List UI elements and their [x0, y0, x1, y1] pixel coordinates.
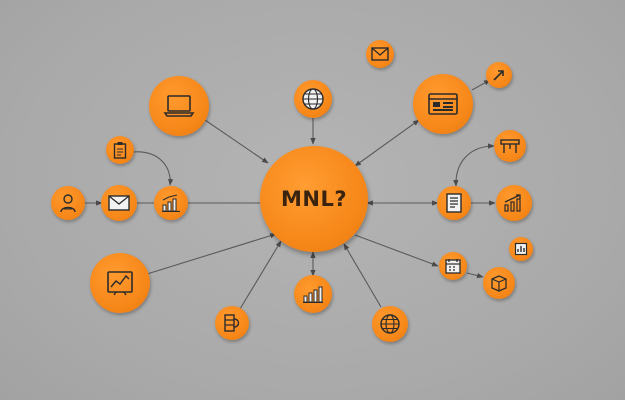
- table-icon: [500, 139, 520, 153]
- box-node[interactable]: [483, 267, 515, 299]
- small-chart-node[interactable]: [509, 237, 533, 261]
- bar-chart-node[interactable]: [154, 186, 188, 220]
- hub-label: MNL?: [280, 187, 348, 211]
- link-clipboard-barchart: [132, 151, 174, 186]
- web-browser-node[interactable]: [413, 74, 473, 134]
- link-server-hub: [239, 240, 282, 310]
- calendar-node[interactable]: [439, 252, 467, 280]
- chart-icon: [303, 286, 323, 303]
- box-icon: [491, 275, 507, 292]
- growth-chart-node[interactable]: [496, 185, 532, 221]
- laptop-icon: [163, 95, 195, 117]
- hub-node[interactable]: MNL?: [260, 146, 368, 252]
- link-laptop-hub: [204, 119, 269, 164]
- growth-chart-icon: [504, 194, 521, 212]
- user-icon: [60, 194, 76, 213]
- share-arrow-icon: [493, 70, 504, 81]
- globe-grid-node[interactable]: [372, 306, 408, 342]
- clipboard-icon: [113, 142, 127, 159]
- analytics-board-node[interactable]: [90, 253, 150, 313]
- calendar-icon: [445, 259, 461, 274]
- chart-node[interactable]: [294, 275, 332, 313]
- web-browser-icon: [428, 93, 458, 115]
- user-node[interactable]: [51, 186, 85, 220]
- share-node[interactable]: [486, 62, 512, 88]
- globe-icon: [302, 88, 324, 110]
- link-hub-calendar: [354, 234, 439, 267]
- envelope-icon: [108, 195, 130, 211]
- globe-node[interactable]: [294, 80, 332, 118]
- laptop-node[interactable]: [149, 76, 209, 136]
- link-calendar-box: [466, 272, 484, 279]
- document-node[interactable]: [437, 186, 471, 220]
- clipboard-node[interactable]: [106, 136, 134, 164]
- mail-node[interactable]: [366, 40, 394, 68]
- document-icon: [446, 193, 462, 213]
- envelope-node[interactable]: [101, 185, 137, 221]
- table-node[interactable]: [494, 130, 526, 162]
- server-icon: [224, 314, 240, 332]
- link-globegrid-hub: [343, 243, 382, 308]
- server-node[interactable]: [215, 306, 249, 340]
- small-chart-icon: [514, 242, 528, 256]
- bar-chart-icon: [162, 194, 180, 212]
- analytics-board-icon: [107, 271, 133, 296]
- mail-icon: [371, 47, 389, 61]
- globe-grid-icon: [380, 314, 400, 334]
- link-table-document: [453, 143, 495, 187]
- link-browser-hub: [354, 119, 420, 167]
- link-analytics-hub: [146, 233, 277, 275]
